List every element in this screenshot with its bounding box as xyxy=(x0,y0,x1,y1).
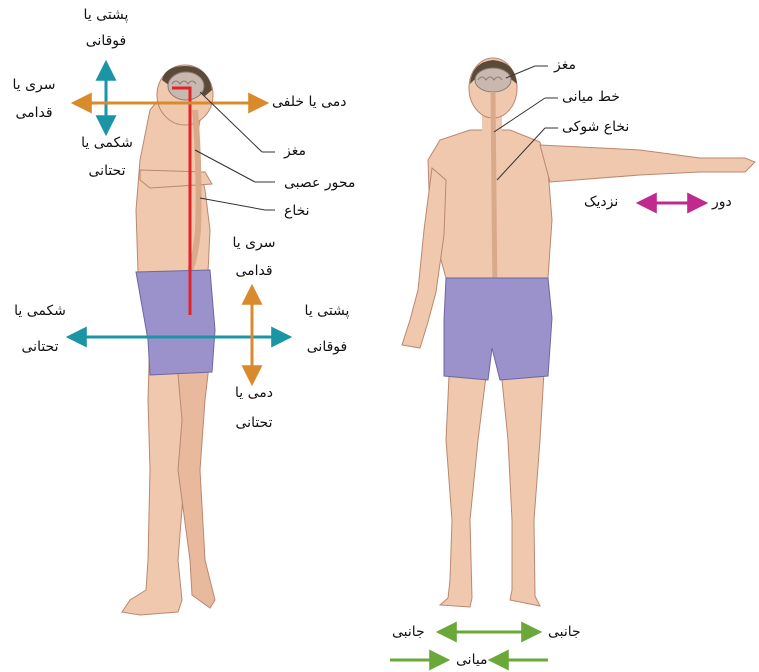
callout-line-brain-side xyxy=(200,92,262,152)
label-head-left-line1: سری یا xyxy=(4,76,64,94)
label-lateral-left: جانبی xyxy=(392,623,425,641)
label-hip-down-line2: تحتانی xyxy=(226,414,282,432)
label-lateral-right: جانبی xyxy=(548,623,581,641)
label-hip-right-line1: پشتی یا xyxy=(292,302,362,320)
label-proximal: نزدیک xyxy=(584,193,618,211)
label-chest-below-line2: تحتانی xyxy=(62,162,152,180)
label-medial: میانی xyxy=(456,651,488,669)
label-chest-below-line1: شکمی یا xyxy=(62,134,152,152)
label-cord-side: نخاع xyxy=(284,202,310,220)
label-hip-right-line2: فوقانی xyxy=(292,338,362,356)
label-top-line1: پشتی یا xyxy=(64,6,148,24)
callout-line-cord xyxy=(200,198,265,210)
label-top-line2: فوقانی xyxy=(64,32,148,50)
label-hip-left-line2: تحتانی xyxy=(2,338,78,356)
label-head-left-line2: قدامی xyxy=(4,104,64,122)
label-neural-axis: محور عصبی xyxy=(284,174,355,192)
label-spinal-cord: نخاع شوکی xyxy=(562,118,629,136)
label-head-right: دمی یا خلفی xyxy=(272,93,347,111)
label-hip-down-line1: دمی یا xyxy=(226,384,282,402)
label-midline: خط میانی xyxy=(562,88,620,106)
label-hip-left-line1: شکمی یا xyxy=(2,302,78,320)
label-brain-side: مغز xyxy=(284,142,306,160)
label-hip-up-line1: سری یا xyxy=(226,234,282,252)
front-figure xyxy=(402,58,755,607)
label-hip-up-line2: قدامی xyxy=(226,262,282,280)
label-distal: دور xyxy=(712,193,732,211)
label-brain-front: مغز xyxy=(554,56,576,74)
